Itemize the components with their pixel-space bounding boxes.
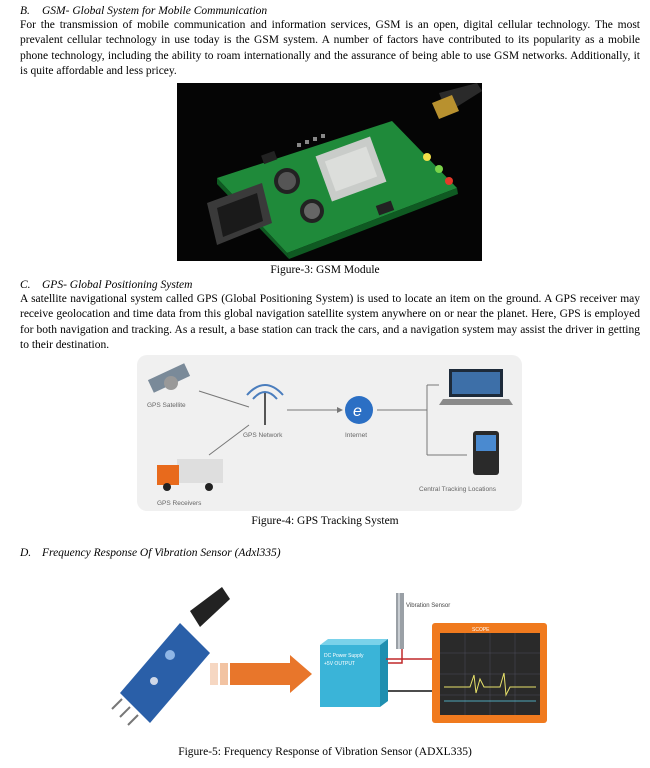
label-gps-receivers: GPS Receivers — [157, 500, 202, 507]
svg-text:e: e — [353, 403, 362, 420]
internet-icon: e — [345, 396, 373, 424]
section-heading-gps: C. GPS- Global Positioning System — [20, 279, 192, 292]
section-title: Frequency Response Of Vibration Sensor (… — [42, 547, 281, 559]
section-letter: C. — [20, 279, 31, 291]
vibration-response-diagram: DC Power Supply +5V OUTPUT Vibration Sen… — [110, 583, 555, 741]
vibration-sensor-icon: Vibration Sensor — [396, 593, 450, 649]
gps-tracking-diagram: e — [137, 355, 522, 511]
label-power-output: +5V OUTPUT — [324, 661, 355, 667]
label-vibration-sensor: Vibration Sensor — [406, 603, 450, 609]
gps-tower-icon — [246, 384, 284, 425]
label-scope: SCOPE — [472, 627, 490, 633]
gsm-module-photo — [177, 83, 482, 261]
truck-icon — [157, 459, 223, 491]
section-heading-gsm: B. GSM- Global System for Mobile Communic… — [20, 5, 267, 18]
satellite-icon — [147, 363, 191, 393]
arrow-icon — [210, 655, 312, 693]
oscilloscope-icon: SCOPE — [432, 623, 547, 723]
label-central-tracking: Central Tracking Locations — [419, 486, 497, 493]
laptop-icon — [439, 369, 513, 405]
section-letter: B. — [20, 5, 30, 17]
section-heading-vibration: D. Frequency Response Of Vibration Sensor… — [20, 547, 281, 560]
label-gps-network: GPS Network — [243, 432, 283, 439]
figure-caption: Figure-3: GSM Module — [270, 264, 380, 276]
paragraph-gps: A satellite navigational system called G… — [20, 293, 640, 352]
power-supply-icon: DC Power Supply +5V OUTPUT — [320, 639, 388, 707]
section-title: GPS- Global Positioning System — [42, 279, 193, 291]
sensor-board-icon — [111, 587, 230, 726]
label-power-supply: DC Power Supply — [324, 653, 364, 659]
label-internet: Internet — [345, 432, 367, 439]
figure-caption: Figure-5: Frequency Response of Vibratio… — [178, 746, 472, 758]
section-letter: D. — [20, 547, 32, 559]
section-title: GSM- Global System for Mobile Communicat… — [42, 5, 268, 17]
label-gps-satellite: GPS Satellite — [147, 402, 186, 409]
figure-caption: Figure-4: GPS Tracking System — [251, 515, 399, 527]
paragraph-gsm: For the transmission of mobile communica… — [20, 19, 640, 78]
phone-icon — [473, 431, 499, 475]
